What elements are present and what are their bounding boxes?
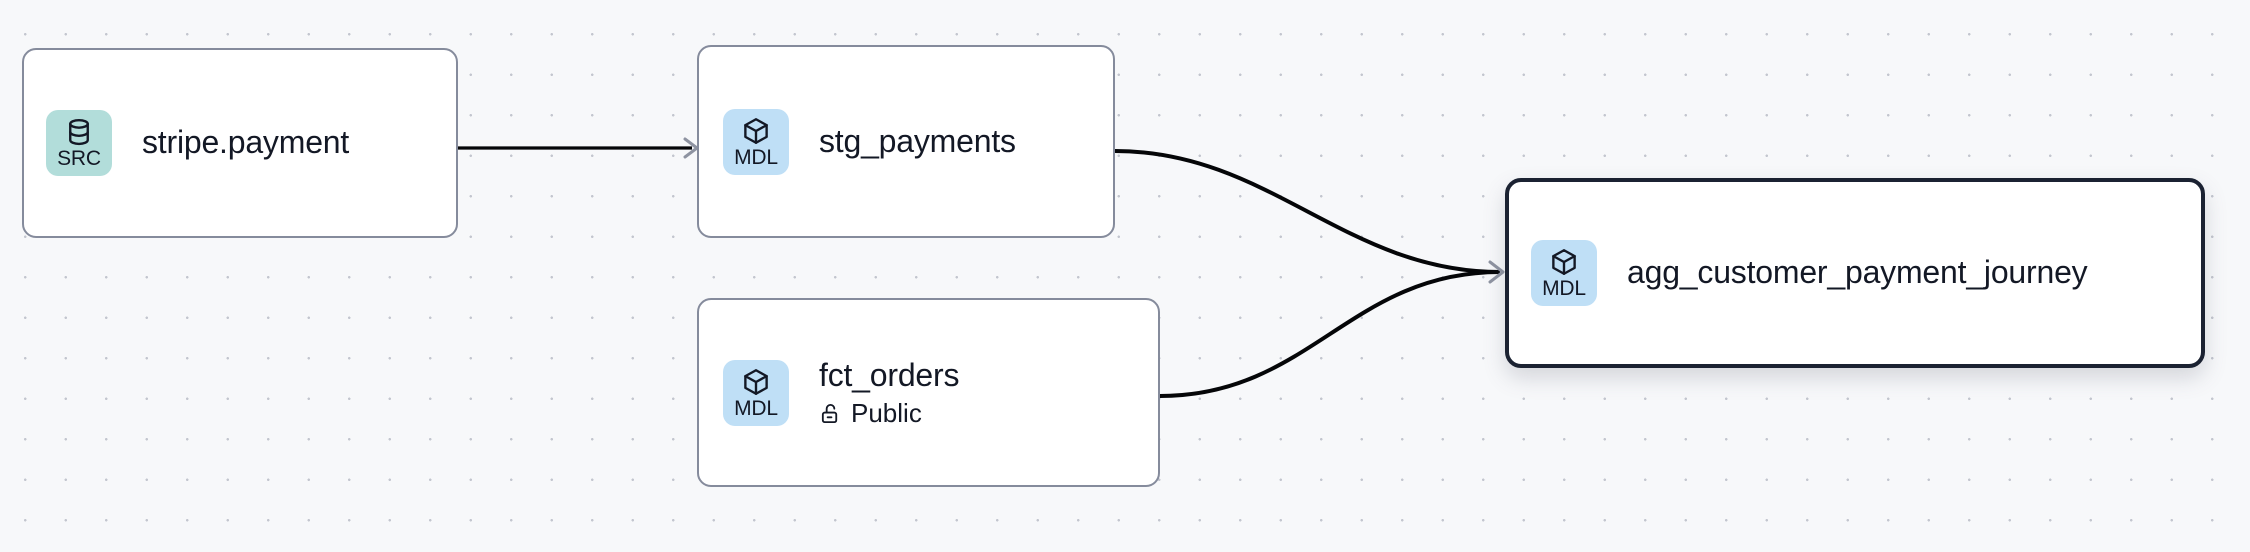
node-visibility: Public (819, 399, 959, 428)
node-body: fct_orders Public (819, 357, 959, 427)
cube-icon (744, 368, 768, 395)
node-body: stripe.payment (142, 124, 349, 162)
lineage-node-stripe-payment[interactable]: SRC stripe.payment (22, 48, 458, 238)
model-type-badge: MDL (723, 359, 789, 426)
model-type-badge: MDL (1531, 240, 1597, 306)
model-type-badge-label: MDL (734, 145, 778, 169)
database-icon (69, 118, 89, 146)
node-title: stg_payments (819, 122, 1016, 159)
node-body: agg_customer_payment_journey (1627, 254, 2088, 292)
node-body: stg_payments (819, 123, 1016, 161)
cube-icon (1552, 249, 1576, 275)
lineage-node-fct-orders[interactable]: MDL fct_orders Public (697, 298, 1160, 487)
source-type-badge-label: SRC (57, 147, 101, 170)
node-title: agg_customer_payment_journey (1627, 254, 2088, 291)
model-type-badge-label: MDL (1542, 277, 1586, 300)
lineage-node-stg-payments[interactable]: MDL stg_payments (697, 45, 1115, 238)
source-type-badge: SRC (46, 110, 112, 176)
edge-stg-payments-to-agg-customer-payment-journey (1114, 149, 1501, 274)
lineage-node-agg-customer-payment-journey[interactable]: MDL agg_customer_payment_journey (1505, 178, 2205, 368)
model-type-badge-label: MDL (734, 396, 778, 420)
node-title: fct_orders (819, 357, 960, 394)
unlock-icon (821, 403, 838, 423)
edge-stripe-payment-to-stg-payments (458, 137, 699, 159)
edge-fct-orders-to-agg-customer-payment-journey (1159, 270, 1501, 398)
edge-arrowhead-agg-customer-payment-journey (1488, 260, 1505, 284)
model-type-badge: MDL (723, 108, 789, 175)
node-visibility-label: Public (851, 398, 922, 429)
node-title: stripe.payment (142, 124, 350, 161)
cube-icon (744, 117, 768, 144)
